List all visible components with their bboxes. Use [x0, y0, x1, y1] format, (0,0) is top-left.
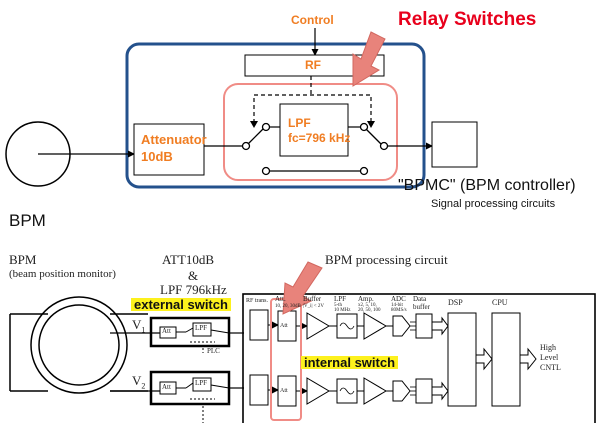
- internal-switch-label: internal switch: [301, 356, 399, 369]
- bpmc-box: [431, 121, 478, 168]
- rf-trans-label: RF trans.: [246, 298, 269, 304]
- att-col-sub: 10, 20, 30dB: [275, 304, 301, 309]
- lpf-label-1: LPF: [288, 116, 311, 130]
- switch-right-contact-upper: [359, 122, 369, 132]
- amp-1: [363, 312, 387, 340]
- adc-2: [392, 380, 411, 402]
- adc-col-label: ADC: [391, 295, 406, 303]
- module2-wire-b: [210, 384, 230, 389]
- bpm-title-bottom: BPM: [9, 252, 37, 267]
- switch-left-actuator: [250, 121, 258, 128]
- switch-right-blade: [365, 128, 382, 145]
- rf-label: RF: [305, 58, 321, 72]
- lpf-title: LPF 796kHz: [160, 282, 227, 297]
- to-cntl-arrow: [519, 347, 537, 371]
- buffer-col-label: Buffer: [303, 295, 322, 303]
- att-box-1-label: Att: [162, 327, 171, 335]
- module2-switch: [185, 382, 194, 389]
- rf-trans-box-2: [249, 374, 269, 406]
- lpf-col-sub1: 5-th: [334, 303, 343, 308]
- adc-col-sub2: 80MS/s: [391, 308, 407, 313]
- relay-switches-title: Relay Switches: [398, 9, 537, 30]
- lpf-label-2: fc=796 kHz: [288, 131, 351, 145]
- dashed-control-line: [253, 94, 372, 123]
- external-module-1: [149, 316, 231, 348]
- buffer-col-sub: |V_i| < 2V: [303, 304, 324, 309]
- plc-label: PLC: [207, 347, 220, 355]
- bpm-subtitle: (beam position monitor): [9, 268, 116, 280]
- external-switch-label: external switch: [131, 298, 231, 311]
- lpf-box-top: [279, 103, 349, 157]
- buffer-1: [306, 312, 330, 340]
- ampersand: &: [188, 268, 199, 283]
- data-col-label-2: buffer: [413, 303, 430, 311]
- int-att-1-label: Att: [280, 323, 288, 329]
- switch-left-blade: [247, 128, 264, 145]
- amp-col-label: Amp.: [358, 295, 374, 303]
- att-title: ATT10dB: [162, 252, 214, 267]
- rf-trans-box-1: [249, 309, 269, 341]
- v1-label: V1: [132, 317, 146, 335]
- lpf-box-2: [192, 377, 212, 392]
- lpf-box-1: [192, 322, 212, 337]
- lpf-wave-1: [339, 322, 355, 330]
- signal-processing-label: Signal processing circuits: [431, 198, 556, 210]
- bpm-ring-inner: [38, 304, 120, 386]
- adc-1: [392, 315, 411, 337]
- bpm-ring-outer: [30, 296, 128, 394]
- att-box-2-label: Att: [162, 383, 171, 391]
- lpf-col-sub2: 10 MHz: [334, 308, 351, 313]
- attenuator-label-1: Attenuator: [141, 132, 207, 147]
- switch-left-pole: [241, 141, 251, 151]
- lpf-wave-2: [339, 387, 355, 395]
- level-label: Level: [540, 353, 559, 362]
- processing-circuit-frame: [242, 293, 596, 423]
- attenuator-box: [133, 123, 205, 176]
- cpu-box: [491, 312, 521, 407]
- to-cpu-arrow: [475, 347, 493, 371]
- amp-2: [363, 377, 387, 405]
- relay-pointer-arrow: [352, 31, 386, 87]
- cpu-label: CPU: [492, 298, 508, 307]
- control-label: Control: [291, 13, 334, 27]
- lpf-box-1-label: LPF: [195, 324, 208, 332]
- attenuator-label-2: 10dB: [141, 149, 173, 164]
- dsp-label: DSP: [448, 298, 463, 307]
- high-label: High: [540, 343, 556, 352]
- switch-left-contact-upper: [261, 122, 271, 132]
- adc-col-sub1: 14-bit: [391, 303, 403, 308]
- to-dsp-arrow-1: [431, 316, 449, 336]
- int-att-2-label: Att: [280, 388, 288, 394]
- v2-label: V2: [132, 373, 146, 391]
- buffer-2: [306, 377, 330, 405]
- switch-left-contact-lower: [261, 166, 271, 176]
- internal-switch-pointer-arrow: [282, 261, 323, 315]
- rf-box: [244, 54, 385, 77]
- bpm-label-top: BPM: [9, 211, 46, 230]
- lpf-box-2-label: LPF: [195, 379, 208, 387]
- processing-title: BPM processing circuit: [325, 252, 448, 267]
- module1-switch: [185, 327, 194, 333]
- lpf-col-label: LPF: [334, 295, 347, 303]
- data-col-label: Data: [413, 295, 427, 303]
- amp-col-sub2: 20, 50, 100: [358, 308, 381, 313]
- cntl-label: CNTL: [540, 363, 561, 372]
- module1-wire-b: [210, 329, 230, 334]
- to-dsp-arrow-2: [431, 381, 449, 401]
- bpmc-label: "BPMC" (BPM controller): [398, 177, 576, 194]
- amp-col-sub1: x2, 5, 10,: [358, 303, 377, 308]
- switch-right-contact-lower: [359, 166, 369, 176]
- bpmc-outer-frame: [125, 42, 426, 189]
- data-buffer-2: [415, 378, 433, 404]
- switch-right-pole: [379, 141, 389, 151]
- data-buffer-1: [415, 313, 433, 339]
- dsp-box: [447, 312, 477, 407]
- switch-right-actuator: [367, 121, 375, 128]
- att-col-label: Att.: [275, 295, 286, 303]
